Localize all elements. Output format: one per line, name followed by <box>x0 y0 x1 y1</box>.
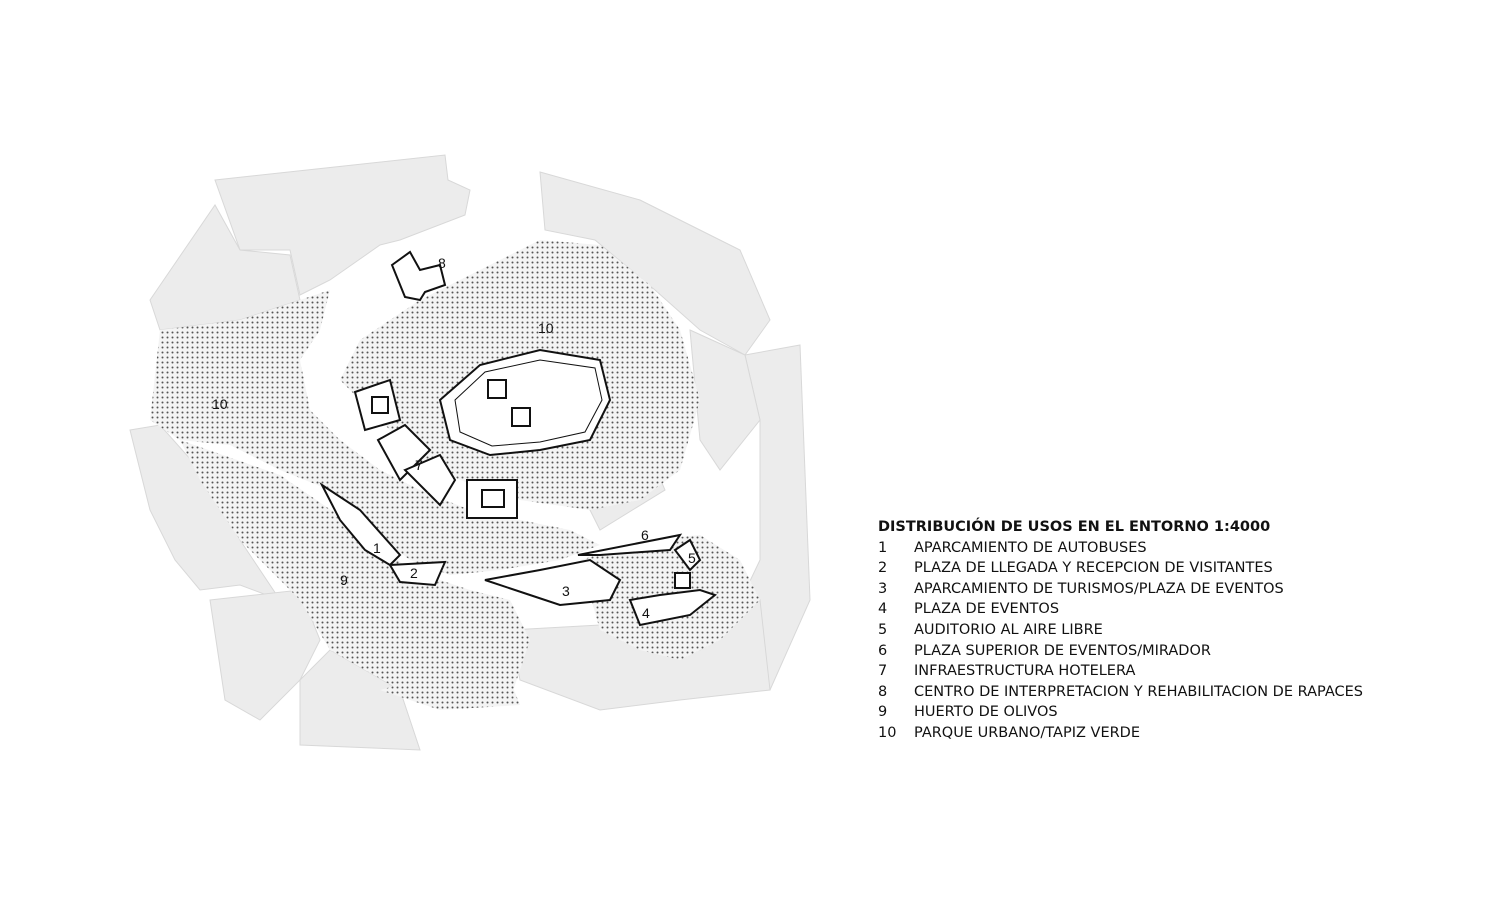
legend-item-label: CENTRO DE INTERPRETACION Y REHABILITACIO… <box>914 683 1363 700</box>
legend-item: 2 PLAZA DE LLEGADA Y RECEPCION DE VISITAN… <box>878 558 1363 579</box>
zone-7-block-c <box>403 453 457 507</box>
zone-7-block-b <box>376 423 432 482</box>
legend-item-label: AUDITORIO AL AIRE LIBRE <box>914 621 1103 638</box>
castle <box>438 348 612 457</box>
zone-8-building <box>390 250 447 302</box>
legend-item-label: APARCAMIENTO DE AUTOBUSES <box>914 539 1147 556</box>
legend-item-label: HUERTO DE OLIVOS <box>914 704 1058 721</box>
label-zone-1: 1 <box>373 540 381 556</box>
legend-item-label: PLAZA DE EVENTOS <box>914 601 1060 618</box>
zone-6 <box>577 533 683 556</box>
label-zone-10-west: 10 <box>212 396 228 412</box>
legend-item-number: 2 <box>878 560 888 577</box>
legend-item: 7 INFRAESTRUCTURA HOTELERA <box>878 661 1363 682</box>
label-zone-6: 6 <box>641 527 649 543</box>
zone-9 <box>180 440 530 700</box>
legend-item: 10 PARQUE URBANO/TAPIZ VERDE <box>878 723 1363 744</box>
label-zone-10-north: 10 <box>538 320 554 336</box>
label-zone-7: 7 <box>415 457 423 473</box>
label-zone-3: 3 <box>562 583 570 599</box>
label-zone-4: 4 <box>642 605 650 621</box>
legend-item: 8 CENTRO DE INTERPRETACION Y REHABILITACI… <box>878 682 1363 703</box>
legend-item-number: 10 <box>878 724 897 741</box>
map-labels: 10 10 8 7 1 2 9 3 4 5 6 <box>212 255 696 621</box>
zone-3 <box>484 558 622 607</box>
use-zones <box>319 250 718 627</box>
legend-item-label: APARCAMIENTO DE TURISMOS/PLAZA DE EVENTO… <box>914 580 1284 597</box>
legend-item-number: 8 <box>878 683 888 700</box>
legend-item-number: 6 <box>878 642 888 659</box>
legend-item-number: 9 <box>878 704 888 721</box>
legend-item-number: 4 <box>878 601 888 618</box>
legend-item: 3 APARCAMIENTO DE TURISMOS/PLAZA DE EVENT… <box>878 579 1363 600</box>
legend-item: 1 APARCAMIENTO DE AUTOBUSES <box>878 538 1363 559</box>
legend-item-label: PLAZA DE LLEGADA Y RECEPCION DE VISITANT… <box>914 560 1273 577</box>
label-zone-5: 5 <box>688 550 696 566</box>
zone-4 <box>628 588 718 627</box>
legend-item-label: PLAZA SUPERIOR DE EVENTOS/MIRADOR <box>914 642 1211 659</box>
legend-title: DISTRIBUCIÓN DE USOS EN EL ENTORNO 1:400… <box>878 519 1271 535</box>
legend-item-label: INFRAESTRUCTURA HOTELERA <box>914 663 1136 680</box>
zone-5 <box>673 538 702 572</box>
legend-item-label: PARQUE URBANO/TAPIZ VERDE <box>914 724 1141 741</box>
legend-item: 9 HUERTO DE OLIVOS <box>878 702 1363 723</box>
zone-10-west <box>150 290 600 575</box>
label-zone-2: 2 <box>410 565 418 581</box>
legend-item-number: 1 <box>878 539 888 556</box>
zone-9b <box>380 670 520 710</box>
legend-item-number: 7 <box>878 663 888 680</box>
legend: DISTRIBUCIÓN DE USOS EN EL ENTORNO 1:400… <box>878 517 1363 744</box>
zone-7-block-a <box>353 378 402 432</box>
zone-7-block-d <box>466 479 518 519</box>
legend-item-number: 5 <box>878 621 888 638</box>
label-zone-8: 8 <box>438 255 446 271</box>
legend-item: 6 PLAZA SUPERIOR DE EVENTOS/MIRADOR <box>878 641 1363 662</box>
legend-item-number: 3 <box>878 580 888 597</box>
label-zone-9: 9 <box>340 572 348 588</box>
legend-item: 4 PLAZA DE EVENTOS <box>878 599 1363 620</box>
legend-item: 5 AUDITORIO AL AIRE LIBRE <box>878 620 1363 641</box>
zone-2 <box>388 560 447 587</box>
